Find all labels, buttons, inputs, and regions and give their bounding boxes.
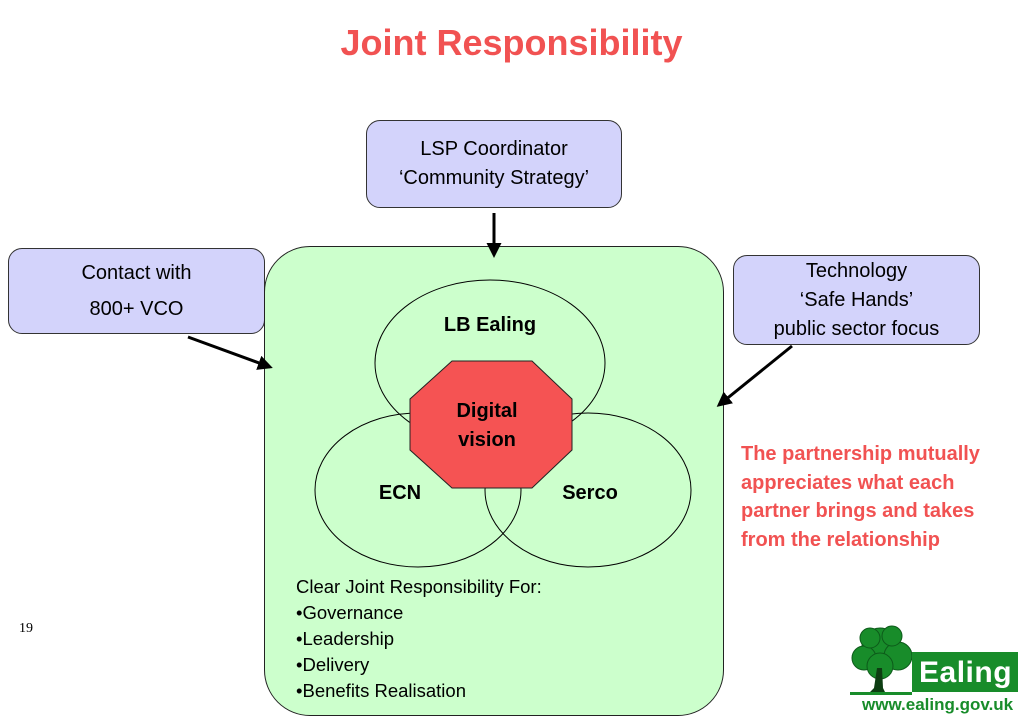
technology-arrow [716, 344, 793, 407]
tech-box-line-2: ‘Safe Hands’ [799, 288, 914, 311]
ecn-label: ECN [378, 482, 422, 504]
digital-vision-line-2: vision [458, 429, 516, 451]
page-number: 19 [19, 621, 33, 636]
contact-box: Contact with 800+ VCO [8, 248, 265, 334]
digital-vision-label: Digital vision [420, 397, 554, 455]
technology-box: Technology ‘Safe Hands’ public sector fo… [733, 255, 980, 345]
partnership-note: The partnership mutually appreciates wha… [741, 443, 980, 551]
slide-title: Joint Responsibility [340, 22, 683, 63]
ealing-logo-tree-icon [850, 625, 1018, 695]
lsp-coordinator-box: LSP Coordinator ‘Community Strategy’ [366, 120, 622, 208]
responsibility-list: Clear Joint Responsibility For: •Governa… [296, 574, 542, 704]
responsibility-item-benefits: •Benefits Realisation [296, 680, 466, 701]
lsp-box-line-1: LSP Coordinator [420, 138, 568, 160]
logo-word: Ealing [919, 656, 1013, 689]
lb-ealing-label: LB Ealing [443, 314, 537, 336]
responsibility-item-leadership: •Leadership [296, 628, 395, 649]
contact-arrow [187, 335, 273, 370]
contact-box-line-1: Contact with [81, 262, 192, 284]
responsibility-item-delivery: •Delivery [296, 654, 370, 675]
tech-box-line-3: public sector focus [773, 317, 940, 340]
logo-url-link[interactable]: www.ealing.gov.uk [862, 695, 1014, 714]
serco-circle [484, 412, 692, 568]
responsibility-heading: Clear Joint Responsibility For: [296, 576, 542, 597]
contact-box-line-2: 800+ VCO [89, 298, 184, 320]
digital-vision-octagon [409, 360, 573, 489]
lsp-box-line-2: ‘Community Strategy’ [398, 167, 590, 189]
serco-label: Serco [562, 482, 618, 504]
digital-vision-line-1: Digital [456, 400, 518, 422]
responsibility-item-governance: •Governance [296, 602, 404, 623]
tech-box-line-1: Technology [805, 259, 908, 282]
